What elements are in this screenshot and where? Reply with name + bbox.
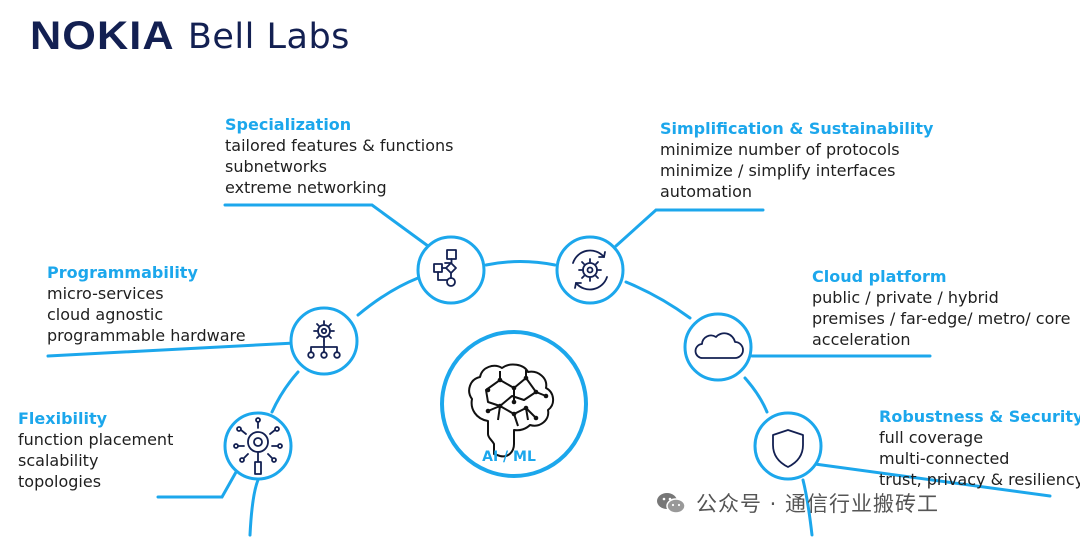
block-flexibility: Flexibility function placement scalabili…	[18, 408, 173, 492]
node-circle-simplification	[555, 235, 625, 305]
block-item: minimize number of protocols	[660, 140, 900, 159]
node-circle-robustness	[753, 411, 823, 481]
block-item: topologies	[18, 472, 102, 491]
callout-line-robustness	[798, 460, 1052, 498]
shield-icon	[772, 429, 804, 468]
node-circle-cloud	[683, 312, 753, 382]
block-item: tailored features & functions	[225, 136, 454, 155]
magnifier-gear-icon	[233, 417, 283, 475]
wechat-icon	[657, 493, 686, 514]
block-item: subnetworks	[225, 157, 327, 176]
block-title: Robustness & Security	[879, 407, 1080, 426]
block-programmability: Programmability micro-services cloud agn…	[47, 262, 246, 346]
arc-segment	[801, 478, 814, 537]
arc-segment	[270, 370, 300, 414]
block-item: programmable hardware	[47, 326, 246, 345]
block-simplification: Simplification & Sustainability minimize…	[660, 118, 933, 202]
block-item: premises / far-edge/ metro/ core	[812, 309, 1071, 328]
arc-segment	[248, 478, 260, 537]
gear-cycle-icon	[572, 249, 608, 291]
logo-brand: NOKIA	[30, 14, 175, 58]
block-cloud: Cloud platform public / private / hybrid…	[812, 266, 1070, 350]
block-item: minimize / simplify interfaces	[660, 161, 896, 180]
watermark: 公众号 · 通信行业搬砖工	[656, 488, 939, 518]
callout-line-flexibility	[156, 463, 242, 499]
block-item: automation	[660, 182, 753, 201]
callout-line-specialization	[223, 203, 430, 248]
watermark-text: 公众号 · 通信行业搬砖工	[696, 492, 940, 516]
block-specialization: Specialization tailored features & funct…	[225, 114, 454, 198]
block-item: full coverage	[879, 428, 984, 447]
callout-line-programmability	[46, 341, 297, 358]
block-robustness: Robustness & Security full coverage mult…	[879, 406, 1080, 490]
block-title: Flexibility	[18, 409, 108, 428]
gear-network-icon	[307, 320, 341, 359]
block-item: extreme networking	[225, 178, 387, 197]
block-item: acceleration	[812, 330, 911, 349]
block-title: Programmability	[47, 263, 198, 282]
nokia-bell-labs-logo: NOKIA Bell Labs	[30, 14, 350, 59]
arc-segment	[484, 260, 557, 267]
flowchart-icon	[433, 249, 457, 287]
block-item: multi-connected	[879, 449, 1010, 468]
node-circle-specialization	[416, 235, 486, 305]
block-item: scalability	[18, 451, 99, 470]
arc-segment	[624, 280, 692, 320]
block-title: Specialization	[225, 115, 352, 134]
block-title: Simplification & Sustainability	[660, 119, 934, 138]
callout-line-simplification	[614, 208, 765, 248]
logo-sub: Bell Labs	[187, 16, 350, 57]
cloud-icon	[694, 332, 744, 359]
center-label: AI / ML	[482, 449, 536, 465]
block-item: public / private / hybrid	[812, 288, 999, 307]
block-item: cloud agnostic	[47, 305, 164, 324]
block-item: micro-services	[47, 284, 164, 303]
block-title: Cloud platform	[812, 267, 947, 286]
arc-segment	[356, 276, 420, 317]
arc-segment	[743, 376, 769, 414]
brain-icon	[468, 363, 554, 458]
block-item: function placement	[18, 430, 174, 449]
block-item: trust, privacy & resiliency	[879, 470, 1080, 489]
